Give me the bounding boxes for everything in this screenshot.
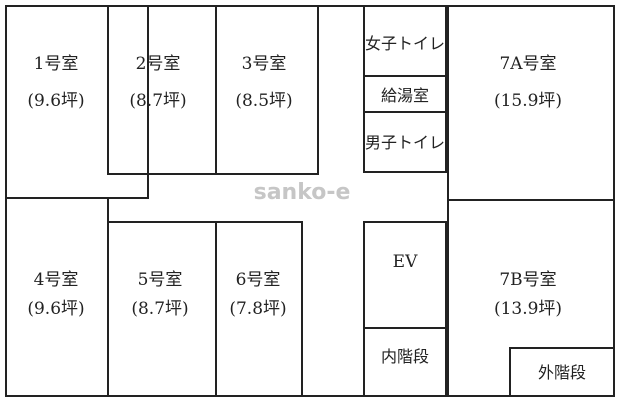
room-3-area: (8.5坪) bbox=[235, 91, 292, 111]
room-2-name: 2号室 bbox=[136, 54, 181, 74]
room-7b-area: (13.9坪) bbox=[494, 299, 562, 319]
room-4-outline bbox=[5, 197, 109, 397]
room-4-name: 4号室 bbox=[34, 270, 79, 290]
room-6-area: (7.8坪) bbox=[229, 299, 286, 319]
mens-toilet-outline bbox=[363, 111, 447, 173]
room-1-name: 1号室 bbox=[34, 54, 79, 74]
room-5-name: 5号室 bbox=[138, 270, 183, 290]
room-6-outline bbox=[215, 221, 303, 397]
inner-stairs-outline bbox=[363, 327, 447, 397]
room-3-name: 3号室 bbox=[242, 54, 287, 74]
womens-toilet-label: 女子トイレ bbox=[365, 34, 445, 53]
outer-stairs-label: 外階段 bbox=[538, 363, 586, 382]
mens-toilet-label: 男子トイレ bbox=[365, 133, 445, 152]
room-7b-outline bbox=[447, 199, 615, 397]
room-4-area: (9.6坪) bbox=[27, 299, 84, 319]
room-2-area: (8.7坪) bbox=[129, 91, 186, 111]
elevator-label: EV bbox=[393, 252, 418, 272]
elevator-outline bbox=[363, 221, 447, 329]
room-7a-name: 7A号室 bbox=[499, 54, 556, 74]
watermark: sanko-e bbox=[254, 180, 351, 205]
room-2-outline bbox=[107, 5, 217, 175]
room-1-area: (9.6坪) bbox=[27, 91, 84, 111]
inner-stairs-label: 内階段 bbox=[381, 347, 429, 366]
room-7b-name: 7B号室 bbox=[499, 270, 556, 290]
room-7a-area: (15.9坪) bbox=[494, 91, 562, 111]
room-3-outline bbox=[215, 5, 319, 175]
outer-stairs-outline bbox=[509, 347, 615, 397]
kitchenette-label: 給湯室 bbox=[381, 86, 429, 105]
room-5-area: (8.7坪) bbox=[131, 299, 188, 319]
room-6-name: 6号室 bbox=[236, 270, 281, 290]
